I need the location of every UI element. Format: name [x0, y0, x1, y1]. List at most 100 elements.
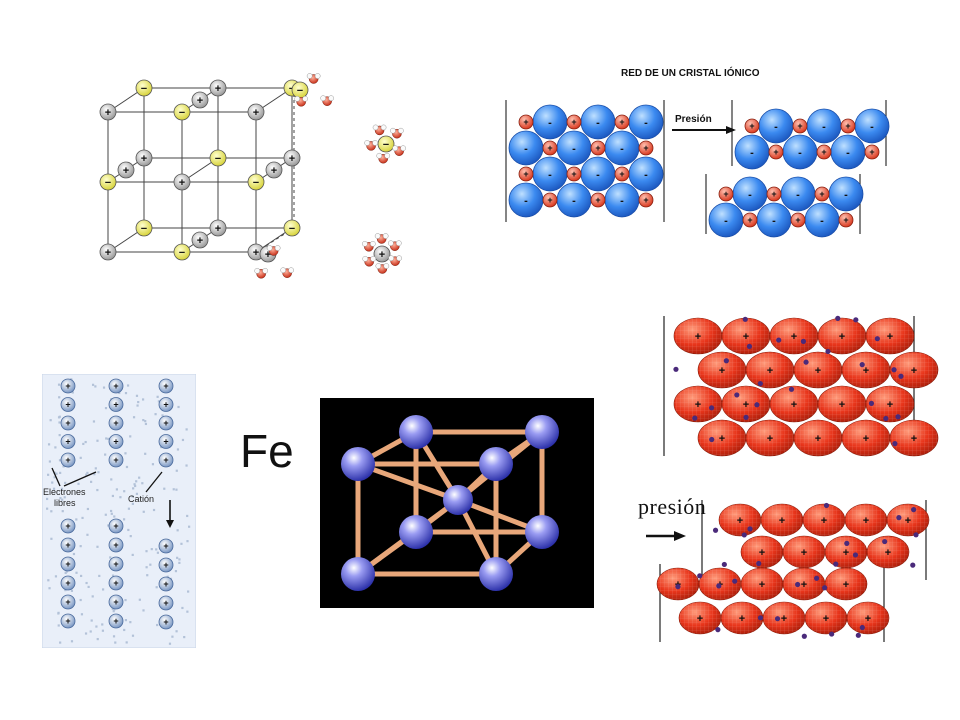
cation-ion: +	[247, 103, 265, 121]
cation-ion: +	[766, 186, 782, 202]
svg-text:+: +	[65, 597, 70, 607]
svg-text:−: −	[297, 85, 303, 97]
electron-dot	[64, 571, 67, 574]
free-electron	[756, 560, 762, 567]
svg-text:+: +	[905, 515, 911, 527]
electron-dot	[161, 414, 164, 417]
metal-cation: +	[865, 317, 915, 355]
electron-dot	[172, 488, 175, 491]
svg-text:+: +	[163, 579, 168, 589]
free-electron	[898, 373, 904, 379]
free-electron	[814, 575, 820, 581]
electron-dot	[166, 575, 169, 578]
svg-text:+: +	[619, 169, 624, 179]
electron-dot	[131, 634, 135, 637]
cation-ion: +	[638, 192, 654, 208]
svg-text:+: +	[695, 331, 701, 343]
svg-text:+: +	[747, 215, 752, 225]
electron-dot	[154, 413, 157, 416]
svg-text:+: +	[843, 579, 849, 591]
electron-dot	[75, 571, 78, 574]
pointer-lines	[51, 467, 163, 493]
cation-ion: +	[566, 166, 582, 182]
electron-dot	[91, 595, 94, 598]
svg-text:+: +	[695, 399, 701, 411]
svg-text:+: +	[697, 613, 703, 625]
electron-dot	[70, 640, 74, 643]
pressure-arrow-icon	[646, 531, 686, 541]
metal-cation: +	[769, 385, 819, 423]
electron-dot	[81, 516, 84, 520]
electron-dot	[49, 419, 52, 422]
metal-cation: +	[866, 535, 910, 569]
electron-dot	[61, 510, 64, 513]
electron-dot	[175, 469, 178, 472]
cation-ion: +	[60, 575, 76, 591]
electron-dot	[123, 490, 126, 493]
electron-dot	[101, 629, 105, 632]
free-electron	[716, 583, 722, 589]
corner-atom	[479, 557, 513, 591]
metal-cation: +	[889, 351, 939, 389]
svg-text:+: +	[767, 365, 773, 377]
svg-text:-: -	[524, 195, 528, 207]
electron-dot	[180, 542, 183, 545]
free-electron	[734, 392, 740, 398]
label-electrons-2: libres	[54, 498, 76, 508]
svg-text:+: +	[759, 579, 765, 591]
electron-dot	[112, 635, 116, 638]
anion-ion: -	[830, 134, 866, 170]
electron-dot	[62, 465, 65, 468]
electron-dot	[177, 405, 180, 409]
electron-dot	[186, 514, 189, 518]
svg-text:−: −	[253, 177, 259, 189]
svg-text:+: +	[113, 559, 118, 569]
electron-dot	[129, 435, 132, 438]
metal-cation: +	[678, 601, 722, 635]
free-electron	[891, 367, 897, 373]
electron-dot	[97, 471, 100, 474]
svg-text:-: -	[620, 143, 624, 155]
electron-dot	[135, 480, 138, 483]
electron-dot	[185, 428, 188, 431]
free-electron	[883, 415, 889, 422]
free-electron	[757, 615, 764, 621]
electron-dot	[112, 610, 115, 613]
anion-ion: -	[804, 202, 840, 238]
electron-dot	[137, 400, 140, 404]
electron-dot	[113, 608, 116, 611]
svg-text:+: +	[743, 331, 749, 343]
metal-cation: +	[673, 317, 723, 355]
ionic-crystal-panel: RED DE UN CRISTAL IÓNICO ------------+++…	[480, 56, 900, 240]
svg-text:+: +	[801, 547, 807, 559]
electron-dot	[90, 619, 93, 622]
electron-dot	[176, 556, 179, 559]
electron-dot	[142, 418, 145, 422]
electron-dot	[155, 548, 158, 551]
cation-ion: +	[108, 537, 124, 553]
electron-dot	[152, 508, 156, 512]
cation-ion: +	[158, 378, 174, 394]
svg-text:+: +	[887, 399, 893, 411]
svg-text:+: +	[523, 117, 528, 127]
corner-atom	[525, 515, 559, 549]
electron-dot	[144, 422, 148, 426]
cation-ion: +	[60, 415, 76, 431]
svg-text:+: +	[141, 153, 147, 165]
svg-text:+: +	[795, 215, 800, 225]
svg-text:−: −	[105, 177, 111, 189]
svg-text:+: +	[863, 515, 869, 527]
svg-text:+: +	[65, 578, 70, 588]
anion-ion: -	[708, 202, 744, 238]
svg-text:+: +	[523, 169, 528, 179]
metal-electrons	[673, 315, 919, 639]
cation-ion: +	[60, 434, 76, 449]
electron-dot	[109, 509, 113, 513]
metal-cation: +	[846, 601, 890, 635]
electron-dot	[94, 385, 97, 388]
hydrated-anion: −	[291, 81, 309, 99]
electron-dot	[64, 481, 67, 485]
anion-ion: -	[556, 182, 592, 218]
cation-ion: +	[518, 114, 534, 130]
electron-dot	[141, 398, 145, 401]
